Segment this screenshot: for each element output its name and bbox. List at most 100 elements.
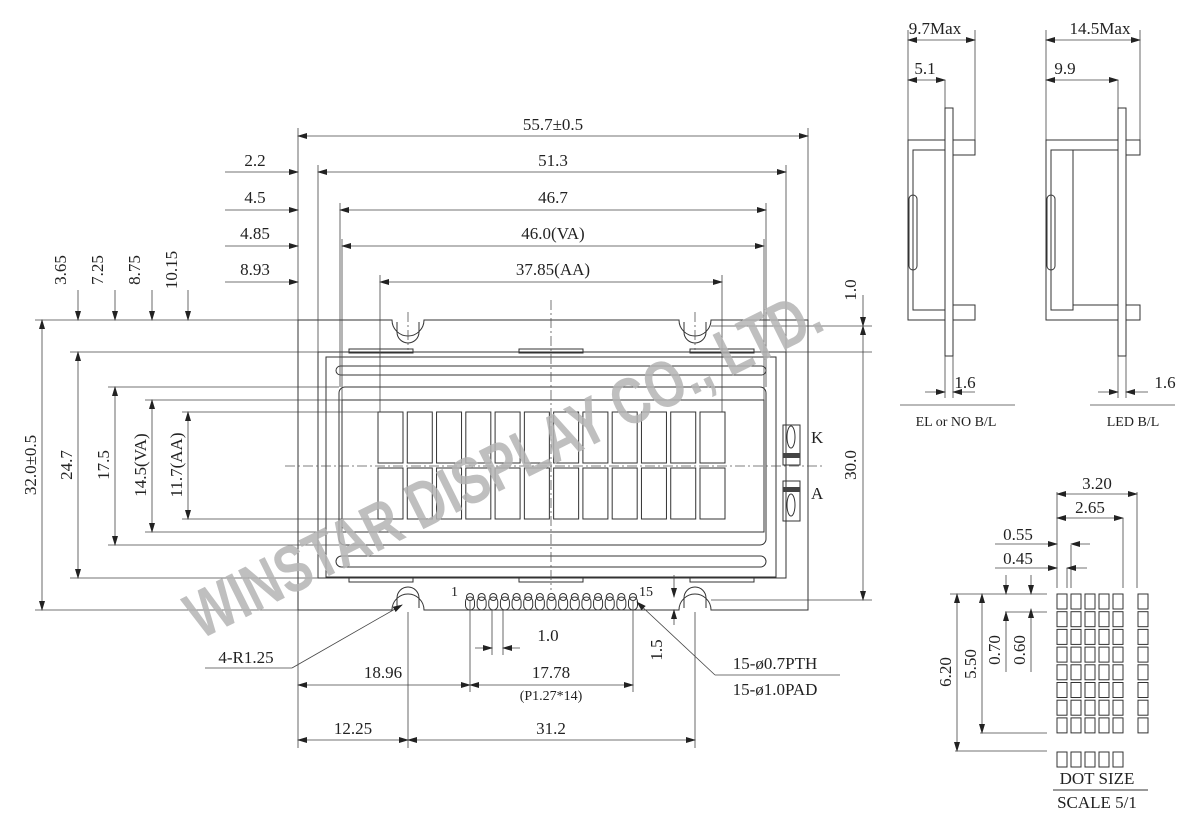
dim-window-offset: 4.5 [244,188,265,207]
dot-w: 0.45 [1003,549,1033,568]
dot [1056,628,1068,645]
mounting-hole [683,322,707,344]
side-led-max: 14.5Max [1070,19,1131,38]
dot-next-row [1112,751,1124,768]
pin-pad [523,593,534,611]
character-cell [640,411,667,464]
dot [1056,664,1068,681]
dot-h: 0.60 [1010,635,1029,665]
dot-pitch-h: 0.70 [985,635,1004,665]
pin-pad [511,593,522,611]
character-cell [582,411,609,464]
side-led-pcb: 1.6 [1154,373,1175,392]
mounting-holes [396,322,707,608]
pin-row [465,593,638,611]
dim-hole-pitch-h: 31.2 [536,719,566,738]
dot [1084,699,1096,716]
dot-next-char [1137,646,1149,663]
dot [1112,682,1124,698]
pcb-outline [297,319,809,611]
dim-va-width: 46.0(VA) [521,224,584,243]
dot-next-char [1137,593,1149,610]
dot [1098,664,1110,681]
dim-aa-offset: 8.93 [240,260,270,279]
side-el-caption: EL or NO B/L [916,415,997,430]
dim-pin1-offset: 18.96 [364,663,402,682]
bottom-dimensions: 4-R1.25 1.0 1.5 15-ø0.7PTH 15-ø1.0PAD 18… [205,575,840,748]
backlight-pins: K A [782,424,824,522]
dim-window-height: 17.5 [94,450,113,480]
dot [1112,628,1124,645]
pin-side [1125,304,1141,321]
dot-next-char [1137,664,1149,681]
backlight-pad-a [782,480,801,522]
dot [1098,646,1110,663]
pin-pad [616,593,627,611]
character-cell [494,467,521,520]
character-cell [582,467,609,520]
dot [1070,682,1082,698]
character-cell [377,467,404,520]
pin-pad [499,593,510,611]
dot [1112,717,1124,734]
dot [1112,593,1124,610]
top-dimensions: 55.7±0.5 2.2 51.3 4.5 46.7 4.85 46.0(VA)… [225,115,809,412]
frame-side [1045,139,1118,321]
dot [1056,593,1068,610]
character-cell [436,411,463,464]
dot-next-row [1056,751,1068,768]
dot [1056,717,1068,734]
backlight-pad-k [782,424,801,466]
dim-bezel-height: 24.7 [57,450,76,480]
pin-pad [488,593,499,611]
dot-size-title: DOT SIZE [1060,769,1135,788]
dim-d2: 7.25 [88,255,107,285]
pin-1-label: 1 [451,585,458,600]
dot [1056,646,1068,663]
character-cell [406,411,433,464]
side-el-max: 9.7Max [909,19,962,38]
dim-pin-gap: 1.0 [537,626,558,645]
dot [1084,646,1096,663]
character-cell [640,467,667,520]
character-cell [699,467,726,520]
dot-char-pitch: 3.20 [1082,474,1112,493]
dot-next-char [1137,682,1149,698]
front-view: K A 1 15 55.7±0.5 2.2 [21,115,872,748]
dot [1098,717,1110,734]
character-cell [553,411,580,464]
pin-pad [581,593,592,611]
dot-pitch-w: 0.55 [1003,525,1033,544]
dot [1112,664,1124,681]
pin-pad [546,593,557,611]
side-view-el: 9.7Max 5.1 1.6 EL or NO B/L [900,19,1015,430]
dot-next-char [1137,699,1149,716]
pin-side [952,304,976,321]
dot [1070,664,1082,681]
bezel-tab [348,348,414,354]
character-cell [670,411,697,464]
dot-next-row [1070,751,1082,768]
dot [1084,682,1096,698]
left-dimensions: 3.65 7.25 8.75 10.15 32.0±0.5 24.7 17.5 … [21,251,378,611]
dot-next-char [1137,611,1149,628]
dim-overall-height: 32.0±0.5 [21,435,40,495]
dot [1098,611,1110,628]
dim-hole-pitch-v: 30.0 [841,450,860,480]
dim-overall-width: 55.7±0.5 [523,115,583,134]
dot [1112,611,1124,628]
dot [1084,664,1096,681]
pin-pad [604,593,615,611]
dim-aa-height: 11.7(AA) [167,433,186,498]
dot [1070,717,1082,734]
pin-k-label: K [811,428,824,447]
side-view-led: 14.5Max 9.9 1.6 LED B/L [1045,19,1176,430]
dim-pth: 15-ø0.7PTH [733,654,818,673]
pin-a-label: A [811,484,824,503]
dim-aa-width: 37.85(AA) [516,260,590,279]
dot [1112,646,1124,663]
character-cell [436,467,463,520]
character-cell [494,411,521,464]
dot [1098,699,1110,716]
